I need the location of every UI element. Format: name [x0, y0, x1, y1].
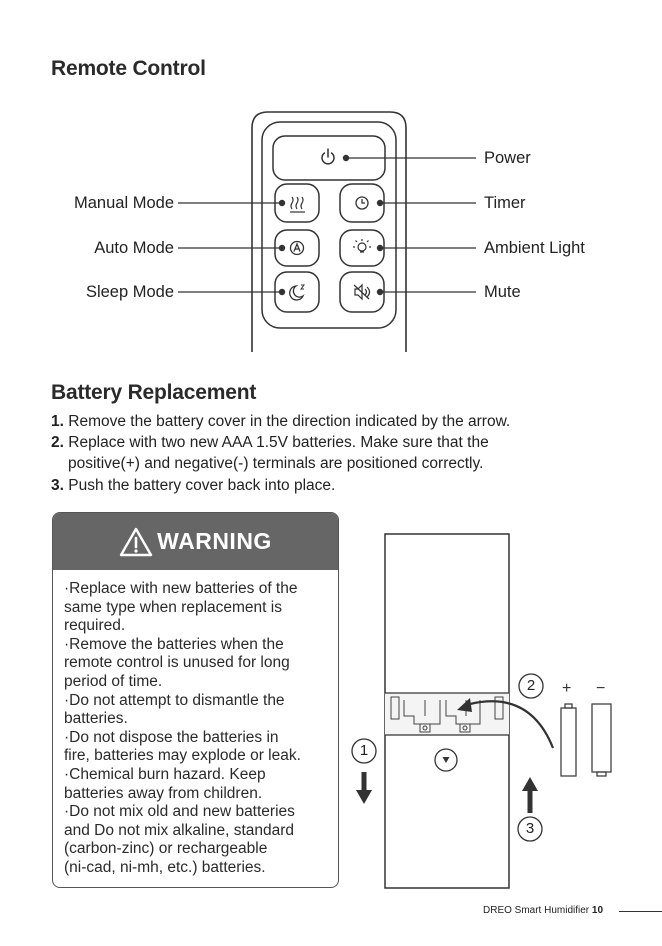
callout-lines [178, 157, 476, 293]
insert-arrow-curve [469, 700, 555, 749]
warning-line: ·Remove the batteries when the [64, 635, 284, 653]
step-1-number: 1. [51, 413, 64, 430]
warning-triangle-icon [119, 527, 153, 556]
step-3-text: Push the battery cover back into place. [68, 477, 336, 494]
step-2: 2. Replace with two new AAA 1.5V batteri… [51, 432, 651, 453]
minus-sign: − [596, 680, 606, 697]
label-manual-mode: Manual Mode [74, 194, 174, 212]
footer-rule [619, 911, 662, 912]
step-3-number: 3. [51, 477, 64, 494]
step1-arrow [361, 772, 367, 792]
footer: DREO Smart Humidifier 10 [483, 905, 603, 916]
heat-waves-icon [290, 196, 305, 213]
label-sleep-mode: Sleep Mode [85, 283, 174, 301]
step-1-text: Remove the battery cover in the directio… [68, 413, 511, 430]
moon-z-icon [289, 284, 305, 301]
label-mute: Mute [484, 283, 521, 301]
step3-number: 3 [525, 820, 535, 837]
step-2-continued: positive(+) and negative(-) terminals ar… [68, 455, 484, 472]
remote-body-outline [251, 111, 407, 352]
step-2-number: 2. [51, 434, 64, 451]
warning-line: ·Chemical burn hazard. Keep [64, 765, 266, 783]
step1-number: 1 [359, 742, 369, 759]
step2-number: 2 [526, 677, 536, 694]
footer-brand: DREO Smart Humidifier [483, 905, 590, 916]
step3-arrow [527, 789, 533, 813]
warning-box: WARNING ·Replace with new batteries of t… [52, 512, 339, 888]
plus-sign: + [562, 680, 572, 697]
remote-inner-panel [261, 121, 397, 329]
power-icon [321, 148, 335, 165]
warning-line: batteries. [64, 710, 128, 728]
step3-circle [517, 816, 543, 842]
warning-line: batteries away from children. [64, 784, 263, 802]
warning-line: (ni-cad, ni-mh, etc.) batteries. [64, 858, 266, 876]
callout-dots [278, 154, 384, 296]
insert-arrow-head [457, 698, 472, 712]
section-title-battery: Battery Replacement [51, 381, 257, 404]
label-ambient-light: Ambient Light [484, 239, 585, 257]
label-timer: Timer [484, 194, 526, 212]
page-number: 10 [591, 905, 604, 916]
speaker-mute-icon [353, 283, 371, 301]
step-1: 1. Remove the battery cover in the direc… [51, 411, 651, 432]
warning-header: WARNING [53, 513, 338, 570]
label-auto-mode: Auto Mode [94, 239, 174, 257]
cover-release-icon [434, 748, 458, 772]
warning-line: ·Do not dispose the batteries in [64, 728, 279, 746]
warning-line: (carbon-zinc) or rechargeable [64, 840, 268, 858]
warning-line: remote control is unused for long [64, 654, 290, 672]
warning-line: fire, batteries may explode or leak. [64, 747, 301, 765]
warning-line: required. [64, 617, 126, 635]
step-2-text: Replace with two new AAA 1.5V batteries.… [68, 434, 489, 451]
warning-line: ·Replace with new batteries of the [64, 580, 298, 597]
bulb-icon [353, 239, 371, 253]
step2-circle [518, 673, 544, 699]
battery-compartment [390, 696, 504, 733]
step1-circle [351, 738, 377, 764]
warning-line: and Do not mix alkaline, standard [64, 821, 295, 839]
label-power: Power [484, 149, 531, 167]
page-title: Remote Control [51, 57, 206, 80]
warning-line: period of time. [64, 672, 163, 690]
clock-icon [355, 196, 369, 210]
warning-line: same type when replacement is [64, 598, 282, 616]
battery-icon [560, 703, 612, 777]
warning-line: ·Do not attempt to dismantle the [64, 691, 285, 709]
step-3: 3. Push the battery cover back into plac… [51, 475, 651, 496]
warning-line: ·Do not mix old and new batteries [64, 803, 295, 821]
auto-a-icon [289, 240, 305, 256]
warning-title: WARNING [157, 528, 272, 554]
